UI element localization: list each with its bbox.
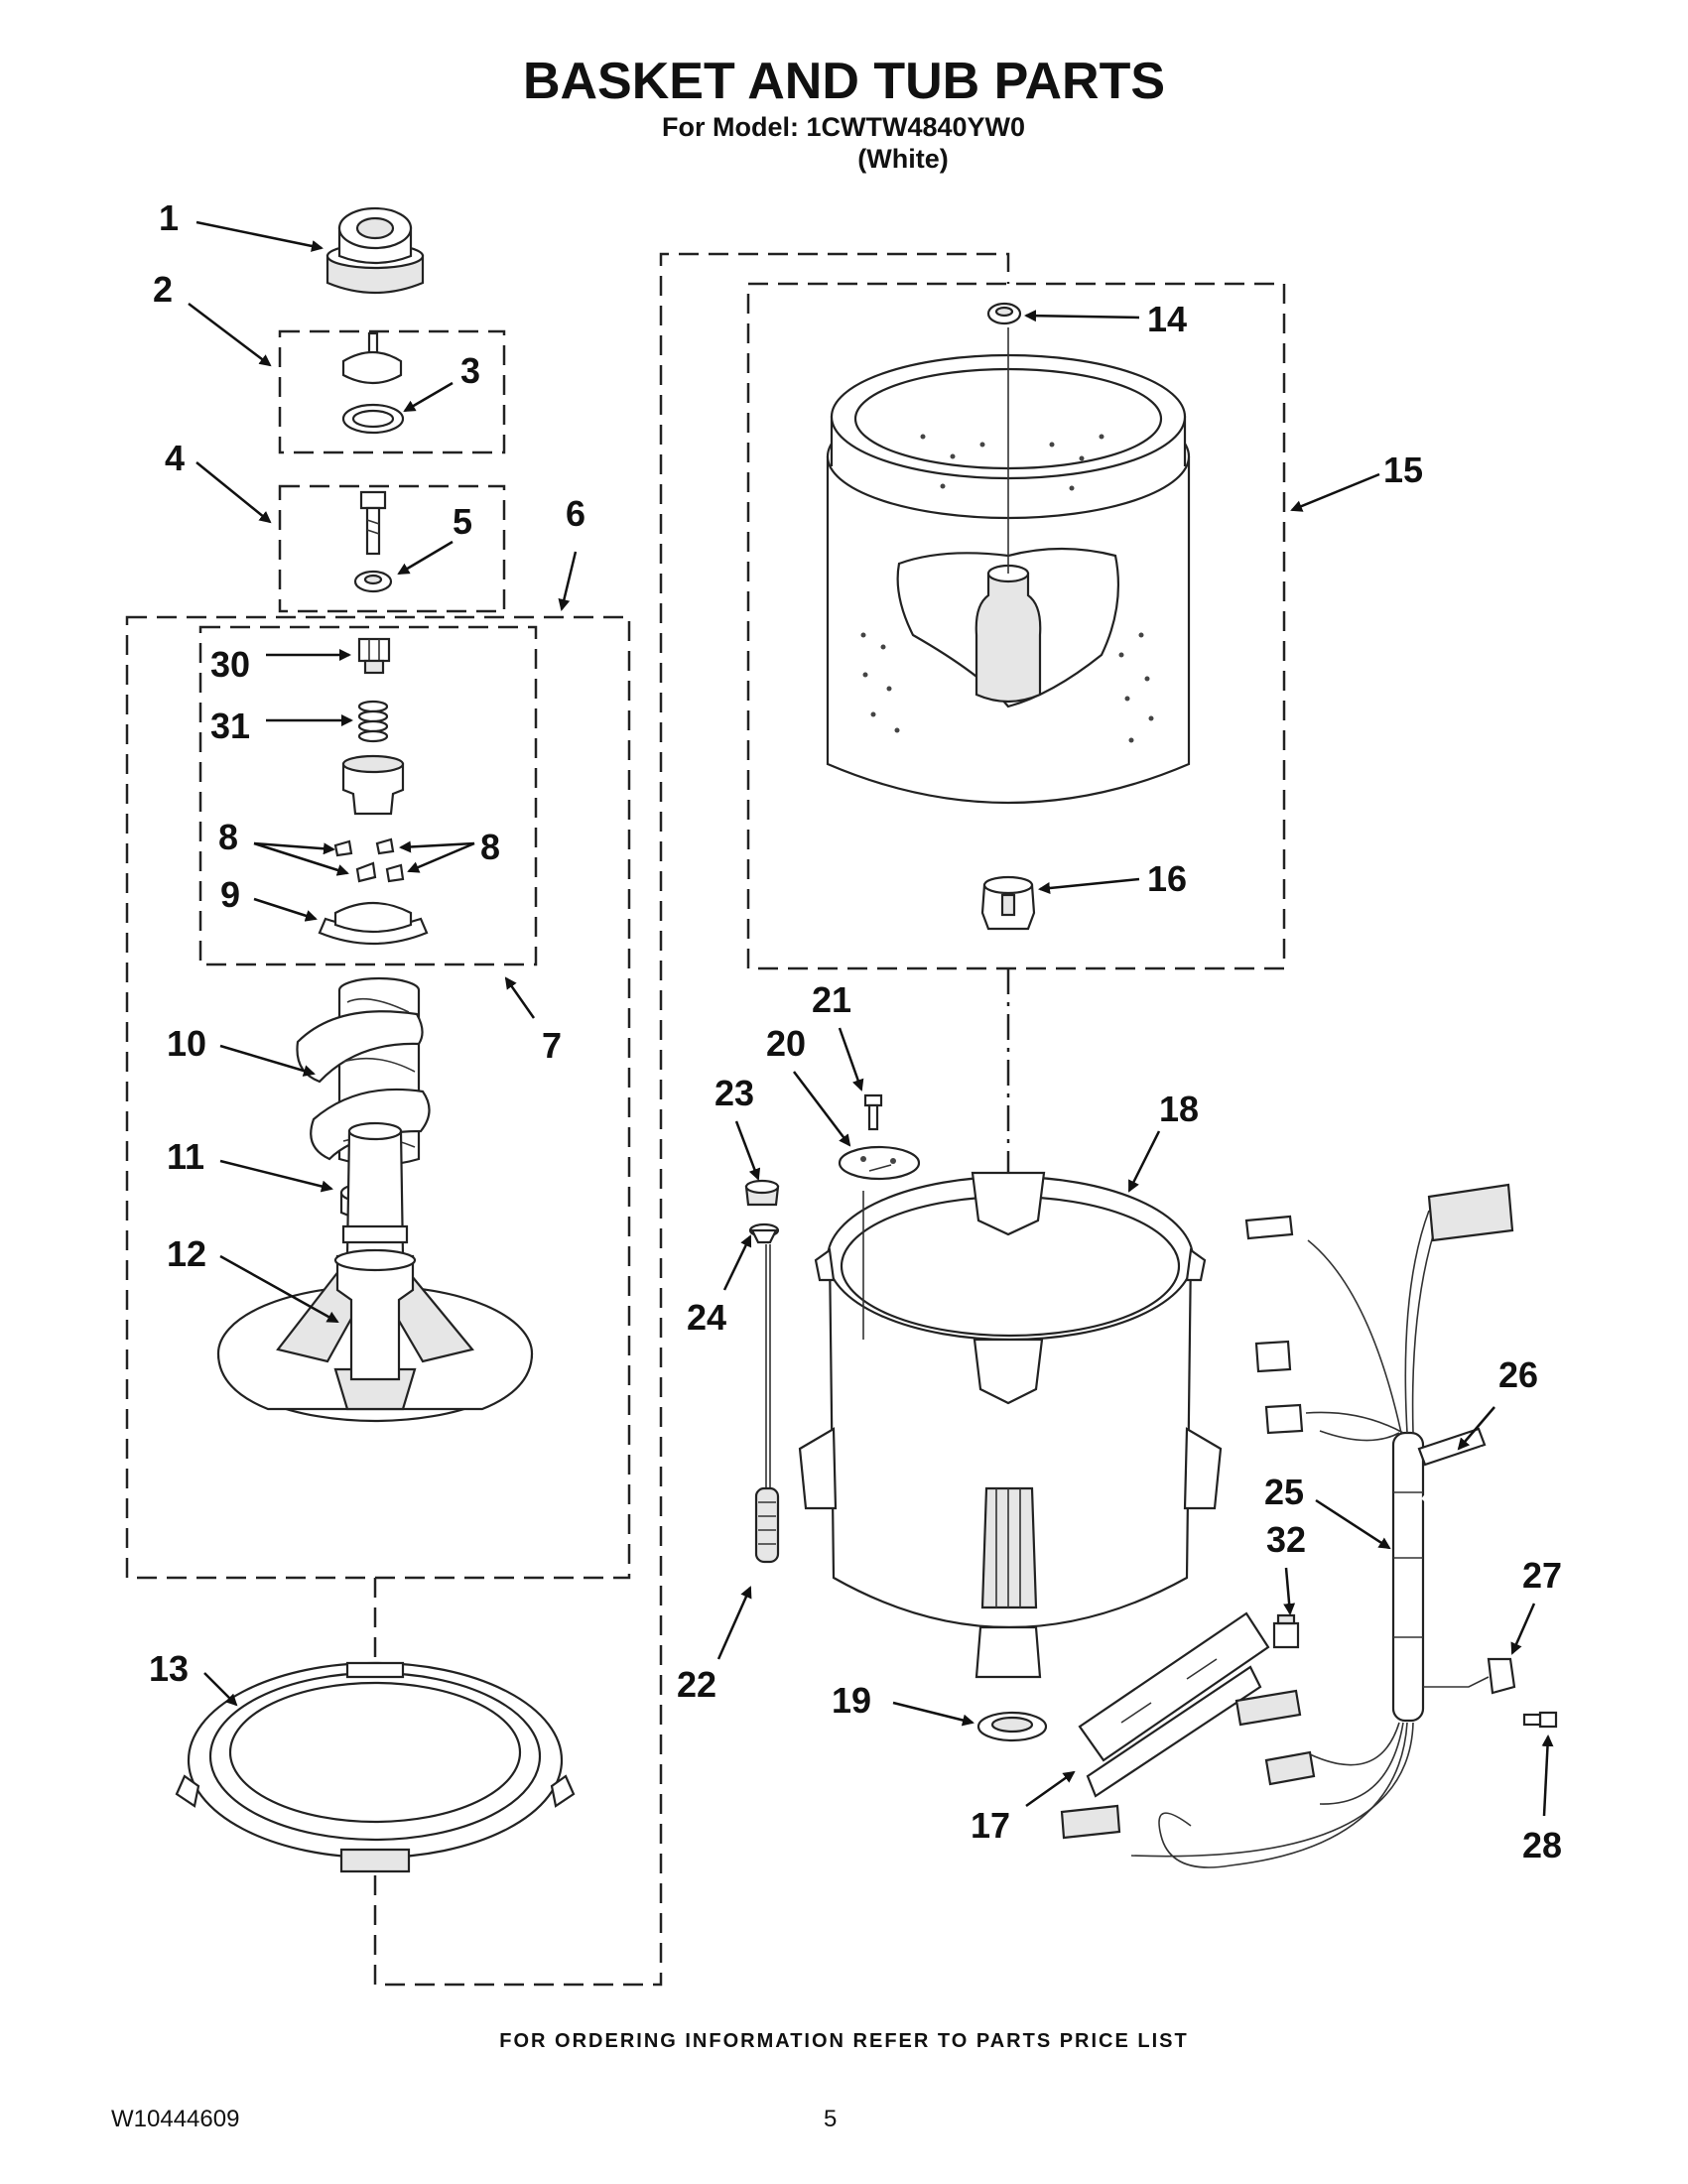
color-line: (White) (857, 144, 949, 174)
callout-31: 31 (210, 706, 250, 746)
callout-9: 9 (220, 874, 240, 915)
callout-24: 24 (687, 1297, 726, 1338)
part-1-agitator-cap (325, 206, 425, 295)
callout-13: 13 (149, 1648, 189, 1689)
part-9-ratchet (318, 901, 429, 946)
callout-6: 6 (566, 493, 585, 534)
callout-7: 7 (542, 1025, 562, 1066)
callout-11: 11 (167, 1136, 204, 1177)
group-box-2 (278, 329, 506, 454)
callout-12: 12 (167, 1233, 206, 1274)
part-25-wire-harness (1130, 1200, 1487, 1868)
part-27-ground-clip (1423, 1657, 1516, 1695)
part-32-clip (1272, 1613, 1300, 1649)
part-21-screw (863, 1093, 883, 1131)
ordering-note: FOR ORDERING INFORMATION REFER TO PARTS … (499, 2030, 1189, 2052)
callout-27: 27 (1522, 1555, 1562, 1596)
part-12-agitator-base (216, 1121, 534, 1423)
callout-16: 16 (1147, 858, 1187, 899)
callout-21: 21 (812, 979, 851, 1020)
part-5-bolt-and-washer (353, 490, 393, 593)
harness-connectors (1060, 1183, 1514, 1840)
part-19-tub-seal (976, 1711, 1048, 1742)
callout-17: 17 (971, 1805, 1010, 1846)
part-20-cover (838, 1145, 921, 1181)
callout-28: 28 (1522, 1825, 1562, 1865)
part-3-cap-and-seal (341, 331, 405, 435)
callout-23: 23 (714, 1073, 754, 1113)
part-22-suspension-rod (754, 1244, 780, 1564)
part-15-wash-basket (826, 327, 1191, 805)
page-title: BASKET AND TUB PARTS (522, 53, 1166, 110)
part-24-suspension-top (748, 1222, 780, 1244)
callout-26: 26 (1498, 1354, 1538, 1395)
part-8-drive-dogs (333, 837, 405, 883)
leader-lines (188, 220, 1554, 1817)
group-box-7 (198, 625, 538, 966)
callout-8-right: 8 (480, 827, 500, 867)
callout-4: 4 (165, 438, 185, 478)
callout-15: 15 (1383, 450, 1423, 490)
routing-line (373, 252, 1010, 1987)
callout-20: 20 (766, 1023, 806, 1064)
part-31-spring (357, 700, 389, 743)
part-14-spanner-nut (986, 302, 1022, 325)
callout-labels: 1 2 3 4 5 6 30 31 8 8 9 7 10 11 12 13 14… (149, 197, 1562, 1865)
part-13-tub-ring (175, 1661, 576, 1873)
callout-19: 19 (832, 1680, 871, 1721)
callout-2: 2 (153, 269, 173, 310)
part-16-basket-hub (980, 875, 1036, 931)
callout-30: 30 (210, 644, 250, 685)
group-box-6 (125, 615, 631, 1580)
callout-1: 1 (159, 197, 179, 238)
part-18-outer-tub (798, 1171, 1223, 1679)
callout-25: 25 (1264, 1472, 1304, 1512)
callout-32: 32 (1266, 1519, 1306, 1560)
part-23-suspension-cap (744, 1179, 780, 1207)
callout-5: 5 (453, 501, 472, 542)
group-box-15 (746, 282, 1286, 970)
model-subtitle: For Model: 1CWTW4840YW0 (White) (595, 111, 1092, 175)
callout-22: 22 (677, 1664, 716, 1705)
part-26-wire (1421, 1446, 1485, 1502)
callout-18: 18 (1159, 1089, 1199, 1129)
part-17-label (1078, 1611, 1270, 1798)
document-number: W10444609 (111, 2106, 240, 2132)
callout-8-left: 8 (218, 817, 238, 857)
part-cam-body (341, 754, 405, 816)
callout-10: 10 (167, 1023, 206, 1064)
model-line: For Model: 1CWTW4840YW0 (661, 112, 1026, 142)
part-28-screw (1522, 1711, 1558, 1729)
page-number: 5 (824, 2106, 838, 2132)
part-30-dog (357, 637, 391, 675)
group-box-4 (278, 484, 506, 613)
callout-14: 14 (1147, 299, 1187, 339)
callout-3: 3 (460, 350, 480, 391)
